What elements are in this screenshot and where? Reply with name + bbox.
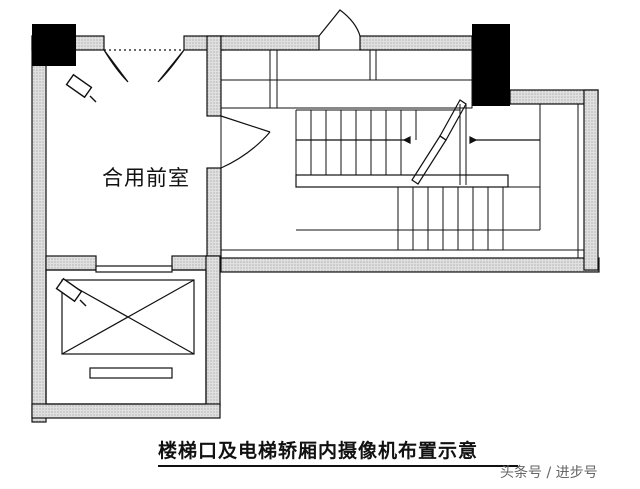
stair-treads-lower	[296, 104, 541, 250]
stair-treads-upper	[295, 104, 467, 185]
stair-room-walls	[220, 35, 600, 273]
stair-door	[220, 115, 271, 169]
camera-icon	[65, 73, 97, 103]
room-label: 合用前室	[102, 166, 190, 190]
double-door	[103, 49, 185, 83]
elevator-car	[45, 265, 207, 405]
front-room-walls	[31, 35, 225, 423]
column-left	[32, 24, 76, 66]
stair-room-lines	[220, 49, 585, 259]
top-door	[318, 9, 361, 37]
diagram-caption: 楼梯口及电梯轿厢内摄像机布置示意	[158, 436, 518, 467]
stair-handrail	[295, 99, 540, 188]
watermark: 头条号 / 进步号	[500, 465, 598, 481]
camera-icon	[55, 277, 87, 307]
column-right	[472, 24, 510, 106]
